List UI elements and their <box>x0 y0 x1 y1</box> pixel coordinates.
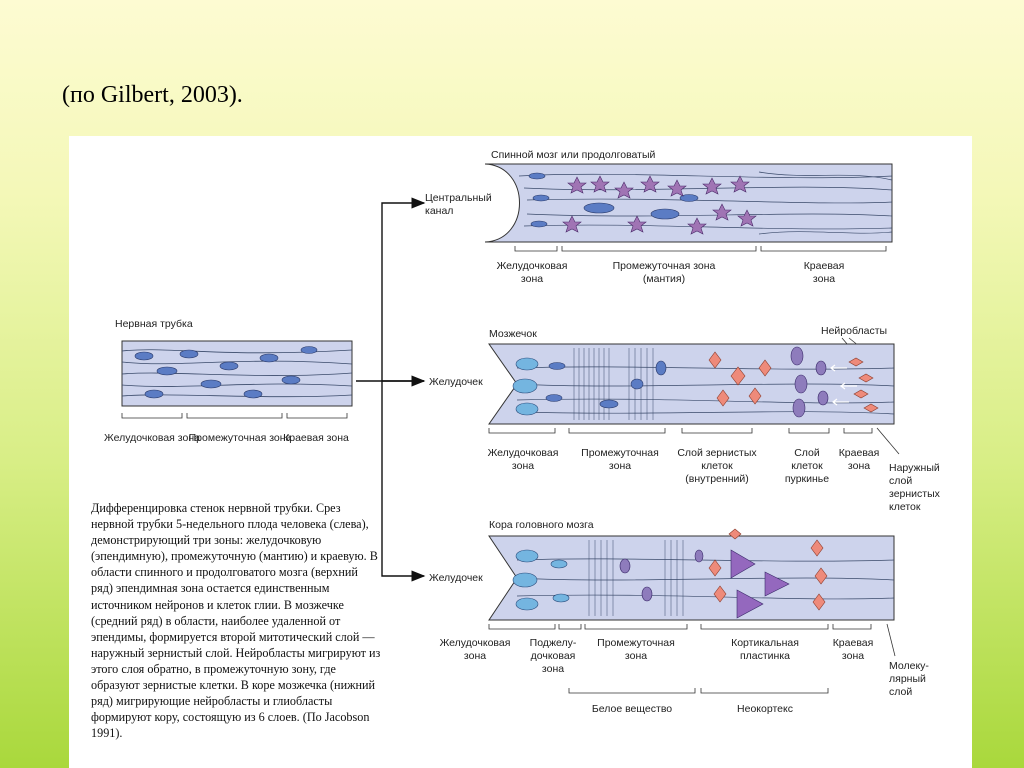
spinal-cord-title: Спинной мозг или продолговатый <box>491 149 655 161</box>
diagram-canvas: Нервная трубка Желудочковая зона <box>104 149 941 715</box>
slide-caption: (по Gilbert, 2003). <box>62 82 243 108</box>
cortex-radial-fibers <box>588 540 684 616</box>
figure-description: Дифференцировка стенок нервной трубки. С… <box>91 501 381 741</box>
cerebellum-ventricle-label: Желудочек <box>429 376 483 388</box>
neural-tube-title: Нервная трубка <box>115 318 193 330</box>
neural-tube-cells <box>134 346 318 399</box>
cortex-title: Кора головного мозга <box>489 519 594 531</box>
cerebellum-brackets <box>488 427 900 455</box>
cortex-ventricle-label: Желудочек <box>429 572 483 584</box>
cortex-migrating-cells <box>619 549 704 602</box>
cerebellum-cells <box>545 360 667 409</box>
neocortex-label: Неокортекс <box>737 703 793 715</box>
cerebellum-section: Мозжечок Нейробласты <box>429 325 941 513</box>
cortex-neuroblasts <box>708 528 828 611</box>
granule-cells <box>708 351 879 413</box>
arrow-right-icon <box>356 197 426 582</box>
purkinje-cells <box>790 346 829 418</box>
neural-tube-section: Нервная трубка Желудочковая зона <box>104 318 353 444</box>
spinal-cord-tissue <box>484 163 893 243</box>
cerebellum-ventricular-cells <box>512 357 539 416</box>
spinal-cord-zone-intermediate: Промежуточная зона(мантия) <box>613 260 716 285</box>
cerebellum-title: Мозжечок <box>489 328 537 340</box>
neural-tube-zone-intermediate: Промежуточная зона <box>189 432 292 444</box>
spinal-cord-star-cells <box>562 175 757 235</box>
spinal-cord-brackets <box>514 246 887 252</box>
figure-panel: Нервная трубка Желудочковая зона <box>69 136 972 768</box>
cortex-brackets <box>488 623 896 694</box>
spinal-cord-fibers <box>518 171 893 235</box>
neural-tube-zone-ventricular: Желудочковая зона <box>104 432 200 444</box>
neural-tube-fibers <box>121 349 353 398</box>
cortex-ventricular-cells <box>512 549 570 611</box>
neuroblasts-label: Нейробласты <box>821 325 887 337</box>
cerebellum-tissue <box>488 343 895 425</box>
spinal-cord-cells <box>528 172 699 228</box>
pyramidal-cells <box>730 549 790 619</box>
neural-tube-brackets <box>121 413 348 419</box>
white-matter-label: Белое вещество <box>592 703 672 715</box>
spinal-cord-section: Спинной мозг или продолговатый <box>425 149 893 285</box>
cortex-section: Кора головного мозга <box>429 519 929 715</box>
neural-tube-zone-marginal: Краевая зона <box>283 432 349 444</box>
neuroblast-migration-arrows <box>829 364 857 406</box>
central-canal-label: Центральный канал <box>425 192 495 217</box>
cortex-tissue <box>488 535 895 621</box>
